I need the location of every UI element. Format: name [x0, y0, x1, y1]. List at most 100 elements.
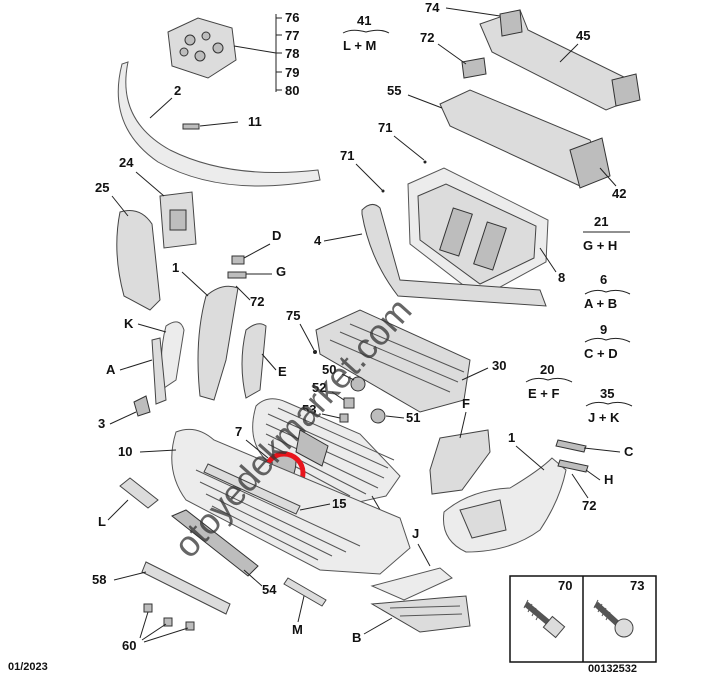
svg-text:B: B: [352, 630, 361, 645]
absorber-54-part: [171, 509, 259, 577]
sensor-52-part: [343, 397, 355, 409]
callout-55: 55: [387, 83, 443, 109]
svg-text:3: 3: [98, 416, 105, 431]
callout-79: 79: [285, 65, 299, 80]
svg-text:9: 9: [600, 322, 607, 337]
clips-60-part: [143, 603, 195, 631]
svg-text:20: 20: [540, 362, 554, 377]
callout-group-76-80: 76 77 78 79 80: [233, 10, 299, 98]
callout-k: K: [124, 316, 167, 333]
svg-text:54: 54: [262, 582, 277, 597]
connector-box-part: [167, 17, 237, 79]
svg-text:M: M: [292, 622, 303, 637]
screw-70-icon: [523, 599, 566, 639]
front-grille-5-part: [252, 398, 401, 505]
trim-k-part: [160, 321, 185, 389]
svg-text:71: 71: [340, 148, 354, 163]
callout-77: 77: [285, 28, 299, 43]
svg-text:8: 8: [558, 270, 565, 285]
callout-2: 2: [149, 83, 181, 119]
callout-50: 50: [322, 362, 355, 381]
callout-24: 24: [119, 155, 165, 197]
svg-text:F: F: [462, 396, 470, 411]
svg-text:L + M: L + M: [343, 38, 376, 53]
callout-70: 70: [558, 578, 572, 593]
clip-d-part: [227, 255, 247, 279]
callout-11: 11: [199, 114, 262, 129]
upper-frame-4-part: [361, 204, 547, 307]
strip-58-part: [141, 561, 231, 615]
svg-text:H: H: [604, 472, 613, 487]
callout-71-a: 71: [378, 120, 427, 164]
svg-text:50: 50: [322, 362, 336, 377]
svg-text:30: 30: [492, 358, 506, 373]
svg-text:21: 21: [594, 214, 608, 229]
callout-25: 25: [95, 180, 129, 217]
svg-text:A + B: A + B: [584, 296, 617, 311]
svg-text:75: 75: [286, 308, 300, 323]
svg-text:E + F: E + F: [528, 386, 559, 401]
callout-72-right: 72: [571, 473, 596, 513]
callout-30: 30: [461, 358, 506, 381]
strip-l-part: [119, 477, 159, 509]
svg-text:25: 25: [95, 180, 109, 195]
svg-text:71: 71: [378, 120, 392, 135]
callout-c: C: [583, 444, 634, 459]
side-bracket-1-part: [197, 285, 239, 401]
callout-51: 51: [385, 410, 420, 425]
svg-text:58: 58: [92, 572, 106, 587]
bracket-e-part: [241, 323, 267, 399]
callout-20: 20 E + F: [525, 362, 573, 401]
callout-6: 6 A + B: [584, 272, 631, 311]
svg-text:7: 7: [235, 424, 242, 439]
svg-text:L: L: [98, 514, 106, 529]
callout-52: 52: [312, 380, 345, 401]
callout-8: 8: [539, 247, 565, 285]
svg-text:J: J: [412, 526, 419, 541]
strip-m-part: [283, 577, 327, 607]
callout-g: G: [246, 264, 286, 279]
svg-text:72: 72: [420, 30, 434, 45]
svg-text:C + D: C + D: [584, 346, 618, 361]
callout-41: 41 L + M: [342, 13, 390, 53]
clip-11-part: [182, 123, 200, 130]
callout-78: 78: [285, 46, 299, 61]
bumper-corner-1-part: [442, 457, 567, 553]
sensor-bracket-24-part: [159, 191, 197, 249]
svg-text:1: 1: [172, 260, 179, 275]
svg-text:K: K: [124, 316, 134, 331]
screw-73-icon: [593, 599, 634, 638]
svg-text:A: A: [106, 362, 116, 377]
svg-text:D: D: [272, 228, 281, 243]
callout-1-right: 1: [508, 430, 545, 471]
screw-box: 70 73: [509, 575, 657, 663]
strip-15-part: [203, 463, 301, 515]
callout-58: 58: [92, 571, 147, 587]
svg-text:60: 60: [122, 638, 136, 653]
callout-74: 74: [425, 0, 501, 17]
bracket-f-part: [429, 429, 491, 495]
callout-3: 3: [98, 411, 137, 431]
callout-10: 10: [118, 444, 177, 459]
callout-7: 7: [235, 424, 269, 459]
svg-text:G + H: G + H: [583, 238, 617, 253]
callout-d: D: [243, 228, 281, 259]
callout-35: 35 J + K: [585, 386, 633, 425]
deflector-j-part: [370, 567, 453, 601]
callout-b: B: [352, 617, 393, 645]
svg-text:6: 6: [600, 272, 607, 287]
svg-text:11: 11: [248, 114, 262, 129]
svg-text:G: G: [276, 264, 286, 279]
lower-grille-panel-30-part: [315, 309, 471, 413]
svg-text:24: 24: [119, 155, 134, 170]
svg-text:10: 10: [118, 444, 132, 459]
callout-1-left: 1: [172, 260, 209, 297]
callout-15: 15: [299, 496, 346, 511]
svg-text:E: E: [278, 364, 287, 379]
svg-text:42: 42: [612, 186, 626, 201]
callout-75: 75: [286, 308, 317, 354]
svg-text:52: 52: [312, 380, 326, 395]
callout-73: 73: [630, 578, 644, 593]
footer-reference: 00132532: [588, 663, 637, 675]
